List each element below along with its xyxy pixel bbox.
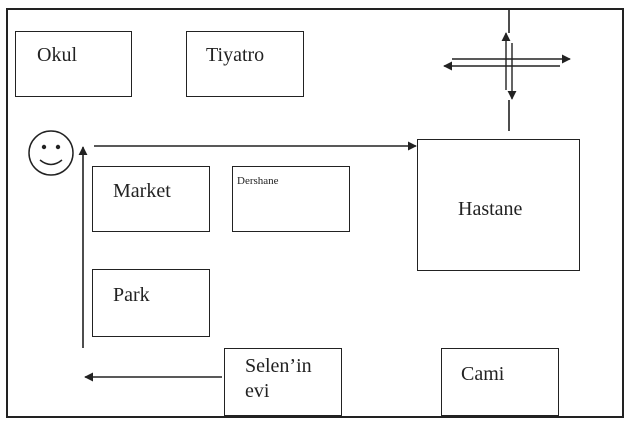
selen-evi-box: Selen’in evi [224, 348, 342, 416]
park-label: Park [113, 284, 150, 306]
hastane-label: Hastane [458, 198, 523, 220]
dershane-box: Dershane [232, 166, 350, 232]
market-box: Market [92, 166, 210, 232]
park-box: Park [92, 269, 210, 337]
okul-label: Okul [37, 44, 77, 66]
cami-box: Cami [441, 348, 559, 416]
market-label: Market [113, 180, 171, 202]
selen-evi-label-line1: Selen’in [245, 355, 312, 377]
hastane-box: Hastane [417, 139, 580, 271]
okul-box: Okul [15, 31, 132, 97]
tiyatro-label: Tiyatro [206, 44, 265, 66]
dershane-label: Dershane [237, 175, 279, 187]
selen-evi-label-line2: evi [245, 380, 270, 402]
cami-label: Cami [461, 363, 505, 385]
tiyatro-box: Tiyatro [186, 31, 304, 97]
